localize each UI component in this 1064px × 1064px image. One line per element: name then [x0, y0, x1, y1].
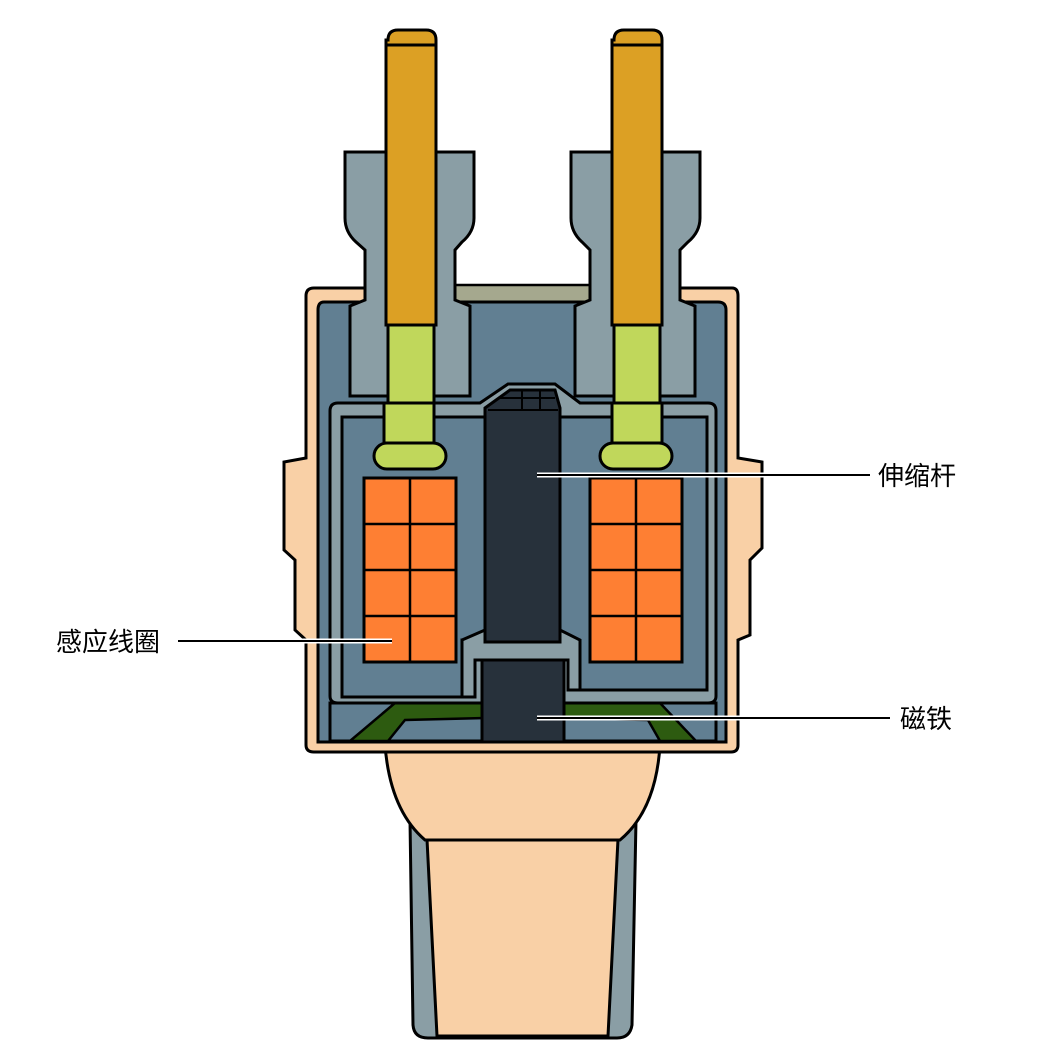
magnet-label: 磁铁	[900, 705, 952, 735]
right-pin	[610, 28, 664, 327]
push-rod-label: 伸缩杆	[878, 462, 956, 492]
right-pin-sleeve	[612, 323, 662, 405]
left-pin	[384, 28, 438, 327]
left-pin-foot	[372, 441, 448, 471]
left-coil	[362, 476, 458, 664]
housing-neck	[383, 743, 662, 842]
right-pin-foot	[598, 441, 674, 471]
coil-label: 感应线圈	[56, 628, 160, 658]
right-pin-collar	[610, 401, 664, 445]
right-coil	[588, 476, 684, 664]
push-rod	[483, 388, 562, 644]
left-pin-collar	[382, 401, 436, 445]
magnet	[480, 658, 566, 744]
left-pin-sleeve	[386, 323, 436, 405]
